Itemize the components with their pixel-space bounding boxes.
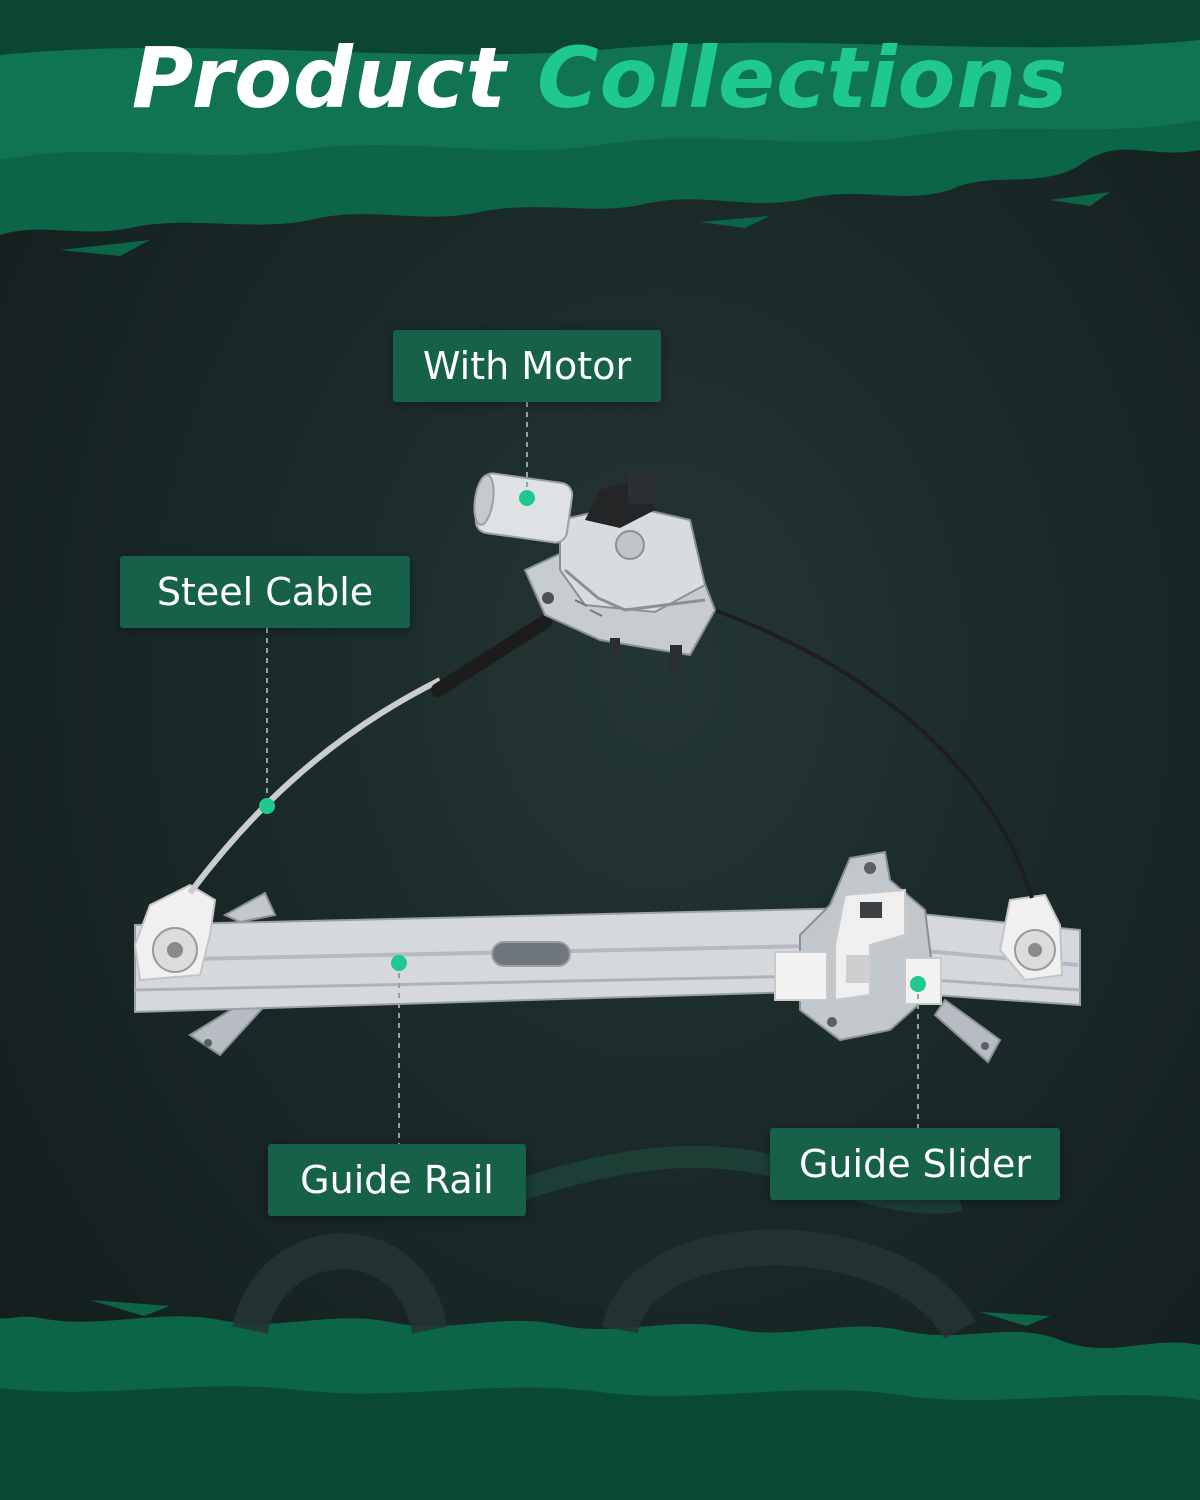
- steel-cable-left: [187, 677, 442, 895]
- page-title: Product Collections: [0, 28, 1200, 128]
- brush-fleck: [700, 216, 770, 228]
- motor-marker-dot: [519, 490, 535, 506]
- guide-slider-block: [774, 951, 828, 1001]
- steel-cable-right: [699, 603, 1034, 899]
- steel-cable-callout: Steel Cable: [120, 556, 410, 628]
- brush-fleck: [1050, 192, 1110, 206]
- brush-fleck: [90, 1300, 170, 1316]
- slider-marker-dot: [910, 976, 926, 992]
- title-word-product: Product: [131, 29, 507, 127]
- guide-rail-slot: [491, 941, 571, 967]
- guide-slider-callout: Guide Slider: [770, 1128, 1060, 1200]
- lower-right-bracket: [933, 998, 1002, 1064]
- cable-marker-dot: [259, 798, 275, 814]
- bottom-brush-highlight: [0, 1386, 1200, 1500]
- rail-marker-dot: [391, 955, 407, 971]
- top-brush-dark: [0, 0, 1200, 55]
- decor-arc: [602, 1229, 976, 1340]
- steel-cable-sheath: [431, 615, 552, 697]
- guide-rail-callout: Guide Rail: [268, 1144, 526, 1216]
- motor-callout: With Motor: [393, 330, 661, 402]
- upper-left-tab: [222, 891, 277, 924]
- brush-fleck: [60, 240, 150, 256]
- decor-arc: [232, 1233, 448, 1335]
- brush-fleck: [980, 1312, 1050, 1326]
- title-word-collections: Collections: [537, 29, 1069, 127]
